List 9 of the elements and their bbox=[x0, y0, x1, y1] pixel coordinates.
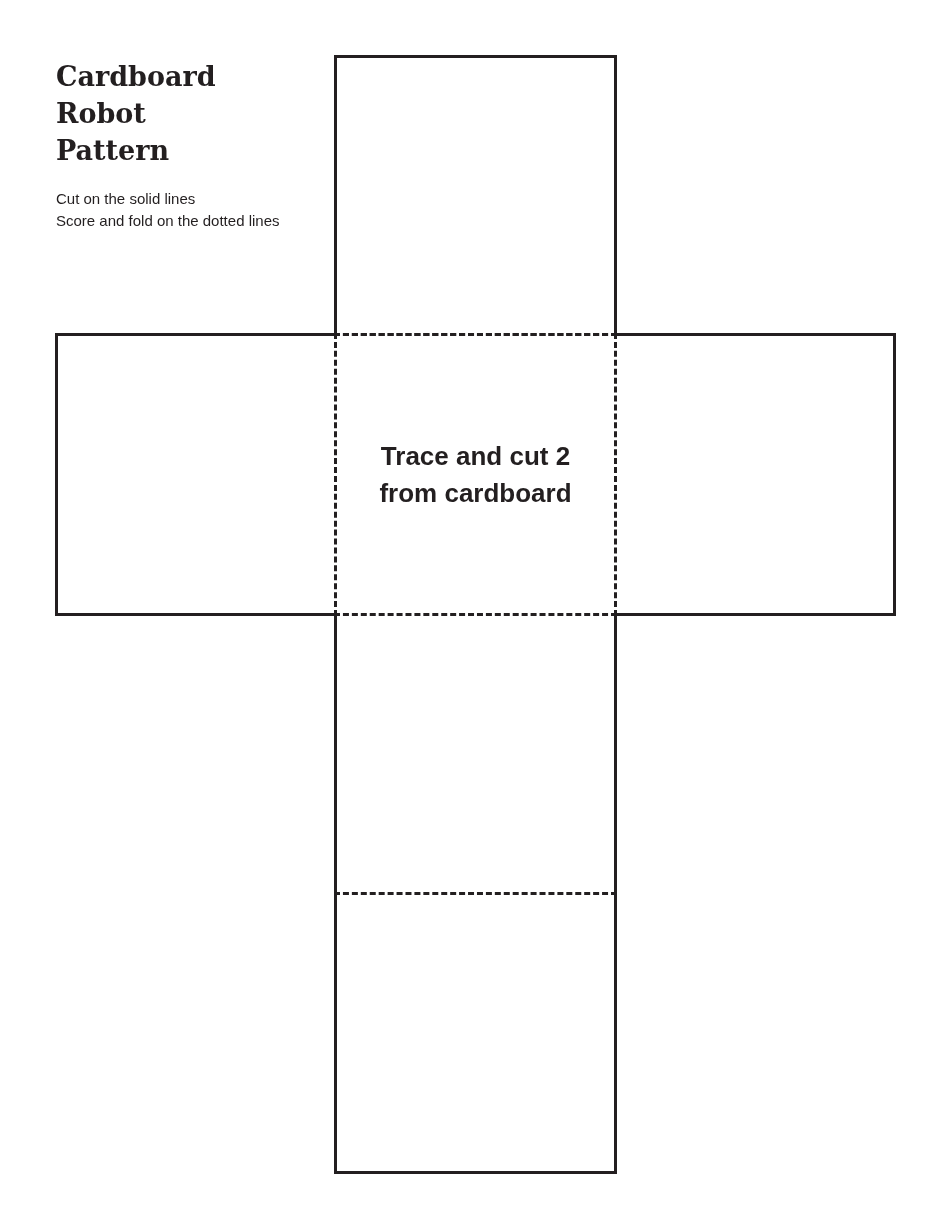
panel bbox=[614, 333, 896, 616]
instruction-text: Cut on the solid lines bbox=[56, 190, 196, 207]
panel bbox=[334, 892, 617, 1174]
instruction-text: Trace and cut 2 from cardboard bbox=[378, 439, 573, 510]
title: Cardboard Robot Pattern bbox=[56, 60, 217, 168]
instruction-text: Score and fold on the dotted lines bbox=[56, 212, 280, 229]
panel-with-text bbox=[334, 333, 617, 616]
panel bbox=[334, 55, 617, 336]
panel bbox=[334, 613, 617, 895]
